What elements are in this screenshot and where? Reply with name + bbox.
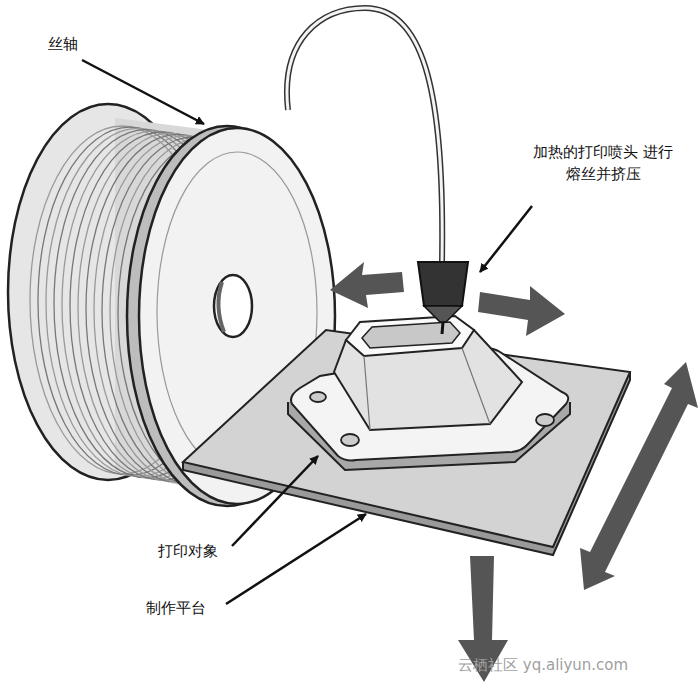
part-label: 打印对象 (158, 541, 218, 563)
nozzle-point (442, 322, 443, 334)
watermark: 云栖社区 yq.aliyun.com (458, 655, 628, 677)
motion-arrow-left (330, 262, 404, 308)
nozzle-tip (424, 306, 462, 322)
leader-line (232, 456, 318, 546)
part-label: 制作平台 (146, 598, 206, 620)
leader-line (480, 206, 532, 272)
motion-arrow-right (478, 286, 565, 336)
mount-hole (536, 414, 554, 426)
part-label: 加热的打印喷头 进行熔丝并挤压 (528, 142, 678, 186)
build-platform (183, 330, 630, 547)
print-nozzle (418, 262, 468, 306)
spool-hole-shade (218, 282, 224, 332)
spool-hole (214, 275, 252, 337)
object-frame-rim (346, 316, 474, 356)
leader-line (82, 60, 204, 124)
object-frame-opening (362, 322, 460, 348)
mount-hole (310, 392, 326, 402)
motion-arrow-vertical-axis (580, 362, 698, 590)
mount-hole (341, 434, 359, 446)
frame-shading (364, 348, 490, 430)
leader-line (226, 514, 366, 604)
part-label: 丝轴 (48, 34, 78, 56)
